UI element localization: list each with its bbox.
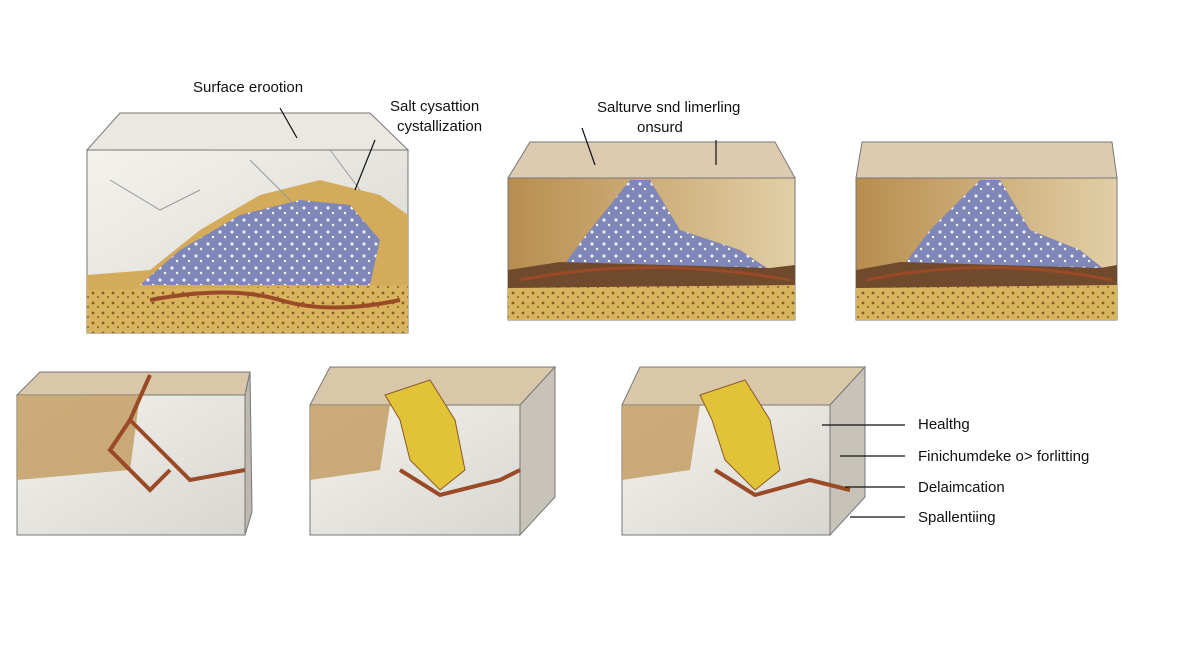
label-saturation-2: onsurd bbox=[637, 119, 683, 136]
block-deterioration-stages bbox=[621, 365, 867, 537]
label-delamination: Delaimcation bbox=[918, 479, 1005, 496]
label-saturation-1: Salturve snd limerling bbox=[597, 99, 741, 116]
label-surface-erosion: Surface erootion bbox=[193, 79, 304, 96]
leader-lines bbox=[279, 107, 905, 518]
block-saturation-variant bbox=[855, 141, 1118, 321]
label-salt-crystallization-2: cystallization bbox=[397, 118, 483, 135]
block-surface-erosion bbox=[85, 112, 410, 334]
label-healthy: Healthg bbox=[918, 416, 970, 433]
block-salt-infill bbox=[309, 365, 557, 537]
block-saturation bbox=[507, 141, 796, 321]
label-spalling: Spallentiing bbox=[918, 509, 996, 526]
label-finish-splitting: Finichumdeke o> forlitting bbox=[918, 448, 1090, 465]
block-cracking bbox=[15, 371, 253, 536]
label-salt-crystallization-1: Salt cysattion bbox=[390, 98, 480, 115]
